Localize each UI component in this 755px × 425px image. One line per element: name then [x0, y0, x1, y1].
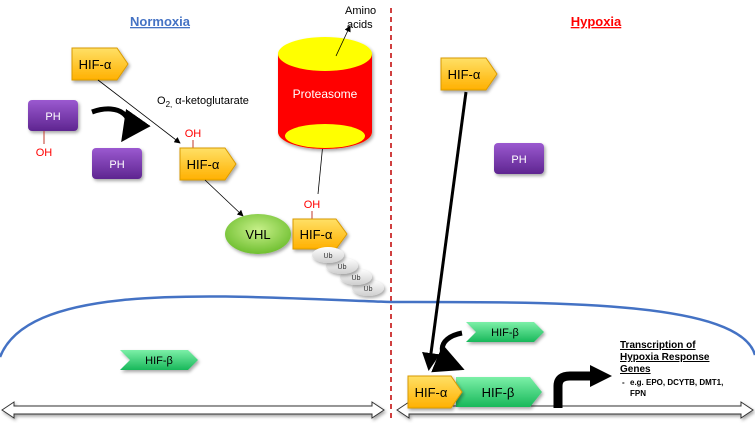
ub-label-3: Ub — [338, 264, 347, 271]
normoxia-title: Normoxia — [130, 14, 191, 29]
ub-label-1: Ub — [364, 286, 373, 293]
oh-label-vhl-complex: OH — [304, 199, 321, 211]
ph-label-hypoxia: PH — [511, 154, 526, 166]
ub-label-4: Ub — [324, 253, 333, 260]
vhl-ellipse — [225, 214, 291, 254]
hif-alpha-label-hypoxia: HIF-α — [448, 67, 481, 82]
hif-beta-label-normoxia: HIF-β — [145, 355, 173, 367]
ph-label-2: PH — [109, 159, 124, 171]
proteasome — [278, 37, 372, 149]
hif-beta-label-hypoxia-free: HIF-β — [491, 327, 519, 339]
example-bullet: - — [622, 378, 625, 387]
proteasome-label: Proteasome — [293, 87, 358, 101]
transcription-title-line2: Hypoxia Response — [620, 352, 710, 363]
amino-acids-arrow — [335, 25, 351, 57]
hif-beta-shape-dimer — [456, 377, 542, 407]
hif-alpha-label-dimer: HIF-α — [415, 385, 448, 400]
vhl-binding-arrow — [204, 179, 244, 217]
example-genes-line2: FPN — [630, 389, 646, 398]
transcription-title-line1: Transcription of — [620, 340, 696, 351]
o2-ketoglutarate-label: O2, α-ketoglutarate — [157, 95, 249, 109]
hif-alpha-shape-top — [71, 47, 129, 81]
hif-alpha-shape-dimer — [407, 375, 463, 409]
left-double-arrow — [1, 401, 385, 419]
hif-alpha-label-hydroxylated: HIF-α — [187, 157, 220, 172]
hif-alpha-shape-vhl-complex — [292, 218, 348, 250]
amino-acids-label-line2: acids — [347, 19, 373, 31]
hif-alpha-shape-hypoxia — [440, 57, 498, 91]
hif-dimer: HIF-α HIF-β — [407, 375, 542, 409]
ub-4 — [312, 247, 344, 263]
amino-acids-label-line1: Amino — [345, 5, 376, 17]
ph-box-hydroxylated — [28, 100, 78, 131]
hif-alpha-shape-hydroxylated — [179, 147, 237, 181]
hif-beta-shape-hypoxia-free — [466, 322, 544, 342]
ph-label-1: PH — [45, 111, 60, 123]
ph-box — [92, 148, 142, 179]
hif-beta-label-dimer: HIF-β — [482, 385, 515, 400]
oh-label-hif: OH — [185, 128, 202, 140]
nuclear-translocation-arrow — [422, 91, 468, 371]
ph-box-hypoxia — [494, 143, 544, 174]
dimerization-arrow — [431, 330, 465, 373]
oh-label-ph: OH — [36, 147, 53, 159]
ub-label-2: Ub — [352, 275, 361, 282]
transcription-start-arrow — [553, 371, 592, 408]
ubiquitin-chain: Ub Ub Ub Ub — [312, 247, 384, 296]
vhl-label: VHL — [245, 227, 270, 242]
ph-recycle-arrow — [91, 106, 151, 143]
transcription-arrowhead — [590, 365, 612, 387]
hif-alpha-label-top: HIF-α — [79, 57, 112, 72]
hif-beta-shape-normoxia — [120, 350, 198, 370]
degradation-arrow — [317, 142, 326, 195]
example-genes-line1: e.g. EPO, DCYTB, DMT1, — [630, 378, 723, 387]
nuclear-membrane — [0, 295, 755, 358]
hif-alpha-label-vhl-complex: HIF-α — [300, 227, 333, 242]
hypoxia-title: Hypoxia — [571, 14, 622, 29]
transcription-title-line3: Genes — [620, 364, 651, 375]
